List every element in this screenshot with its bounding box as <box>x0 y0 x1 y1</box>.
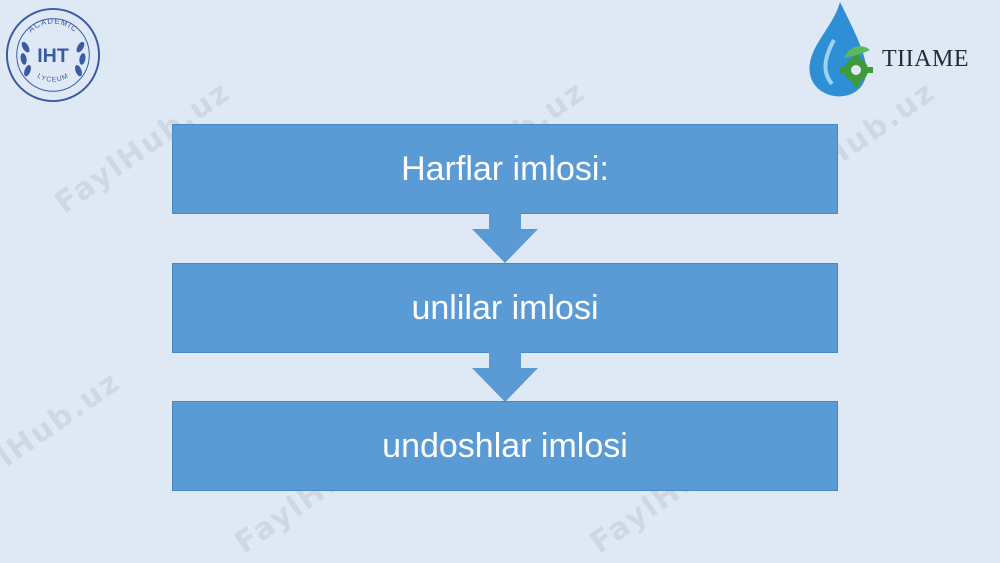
tiiame-logo <box>809 2 873 97</box>
down-arrow-icon <box>472 213 538 263</box>
iht-lyceum-logo: ACADEMIC LYCEUM IHT <box>5 7 101 103</box>
down-arrow-icon <box>472 352 538 402</box>
step-box-2: unlilar imlosi <box>172 263 838 353</box>
step-label-1: Harflar imlosi: <box>401 149 609 188</box>
watermark: FaylHub.uz <box>0 364 128 511</box>
svg-text:LYCEUM: LYCEUM <box>36 73 70 84</box>
step-box-3: undoshlar imlosi <box>172 401 838 491</box>
step-box-1: Harflar imlosi: <box>172 124 838 214</box>
tiiame-logo-text: TIIAME <box>882 46 969 72</box>
step-label-3: undoshlar imlosi <box>382 426 628 465</box>
logo-bottom-text: LYCEUM <box>36 73 69 84</box>
logo-center-text: IHT <box>37 45 69 67</box>
step-label-2: unlilar imlosi <box>411 288 599 327</box>
logo-top-text: ACADEMIC <box>26 17 78 35</box>
svg-text:ACADEMIC: ACADEMIC <box>26 17 79 35</box>
